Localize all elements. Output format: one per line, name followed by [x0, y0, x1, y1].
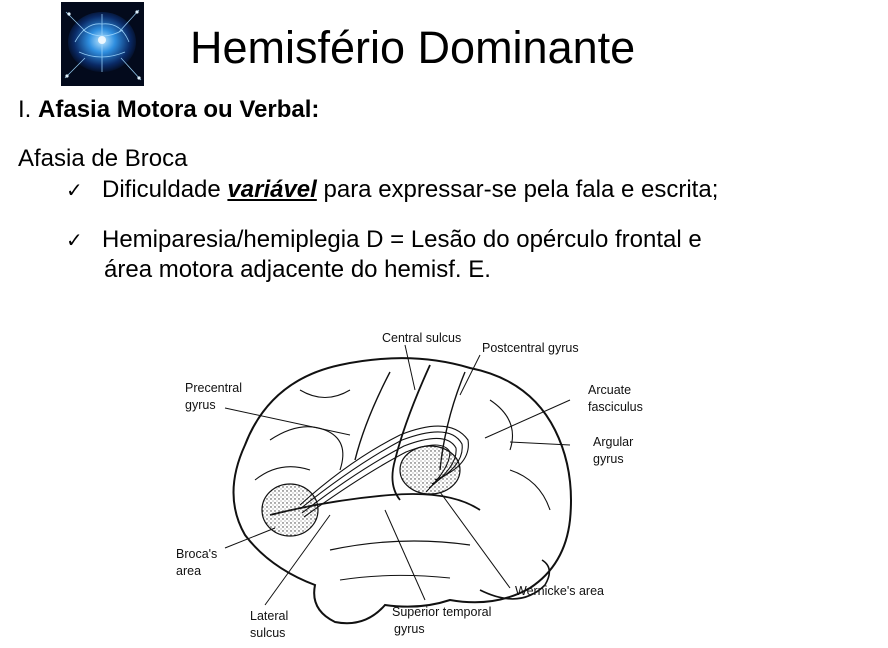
label-superior-temporal-1: Superior temporal	[392, 605, 491, 619]
label-superior-temporal-2: gyrus	[394, 622, 425, 636]
label-broca-1: Broca's	[176, 547, 217, 561]
label-postcentral-gyrus: Postcentral gyrus	[482, 341, 579, 355]
bullet-item: ✓ Hemiparesia/hemiplegia D = Lesão do opé…	[66, 226, 702, 254]
label-broca-2: area	[176, 564, 201, 578]
bullet-text-before: Dificuldade	[102, 176, 228, 203]
label-central-sulcus: Central sulcus	[382, 331, 461, 345]
arcuate-fasciculus-fibers	[299, 425, 469, 518]
checkmark-icon: ✓	[66, 228, 83, 252]
broca-area-region	[261, 483, 319, 537]
label-arcuate-2: fasciculus	[588, 400, 643, 414]
checkmark-icon: ✓	[66, 178, 83, 202]
label-angular-2: gyrus	[593, 452, 624, 466]
wernicke-area-region	[399, 445, 461, 495]
brain-logo-icon	[61, 2, 144, 86]
label-lateral-sulcus-2: sulcus	[250, 626, 285, 640]
bullet-text-after: para expressar-se pela fala e escrita;	[316, 176, 719, 203]
label-precentral-gyrus-1: Precentral	[185, 381, 242, 395]
brain-diagram: Central sulcus Postcentral gyrus Precent…	[176, 331, 643, 640]
bullet-text-line2: área motora adjacente do hemisf. E.	[104, 256, 491, 283]
label-precentral-gyrus-2: gyrus	[185, 398, 216, 412]
label-angular-1: Argular	[593, 435, 633, 449]
bullet-emphasis: variável	[227, 176, 317, 203]
label-lateral-sulcus-1: Lateral	[250, 609, 288, 623]
section-number: I.	[18, 96, 32, 123]
section-heading: I. Afasia Motora ou Verbal:	[18, 96, 319, 124]
bullet-text-line1: Hemiparesia/hemiplegia D = Lesão do opér…	[102, 226, 702, 253]
label-wernicke: Wernicke's area	[515, 584, 604, 598]
label-arcuate-1: Arcuate	[588, 383, 631, 397]
section-heading-text: Afasia Motora ou Verbal:	[38, 96, 320, 123]
brain-outline	[232, 357, 572, 625]
page-title: Hemisfério Dominante	[190, 22, 636, 73]
bullet-item: ✓ Dificuldade variável para expressar-se …	[66, 176, 718, 204]
subtitle: Afasia de Broca	[18, 145, 188, 172]
